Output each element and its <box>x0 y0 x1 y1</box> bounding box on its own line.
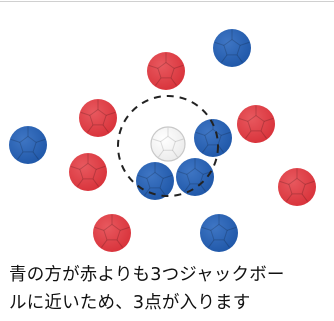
red-ball <box>237 105 275 143</box>
caption-line-2: ルに近いため、3点が入ります <box>9 293 251 313</box>
top-divider <box>0 1 334 2</box>
red-ball <box>79 99 117 137</box>
red-ball <box>278 168 316 206</box>
blue-ball <box>136 162 174 200</box>
caption: 青の方が赤よりも3つジャックボー ルに近いため、3点が入ります <box>9 261 329 317</box>
blue-ball <box>200 214 238 252</box>
caption-line-1: 青の方が赤よりも3つジャックボー <box>9 265 285 285</box>
blue-ball <box>213 29 251 67</box>
red-ball <box>147 52 185 90</box>
blue-ball <box>9 126 47 164</box>
blue-ball <box>176 158 214 196</box>
red-ball <box>69 153 107 191</box>
jack-ball <box>150 126 186 162</box>
court-diagram <box>9 29 316 252</box>
blue-ball <box>194 119 232 157</box>
red-ball <box>93 214 131 252</box>
measure-circle <box>117 95 219 197</box>
balls-layer <box>9 29 316 252</box>
